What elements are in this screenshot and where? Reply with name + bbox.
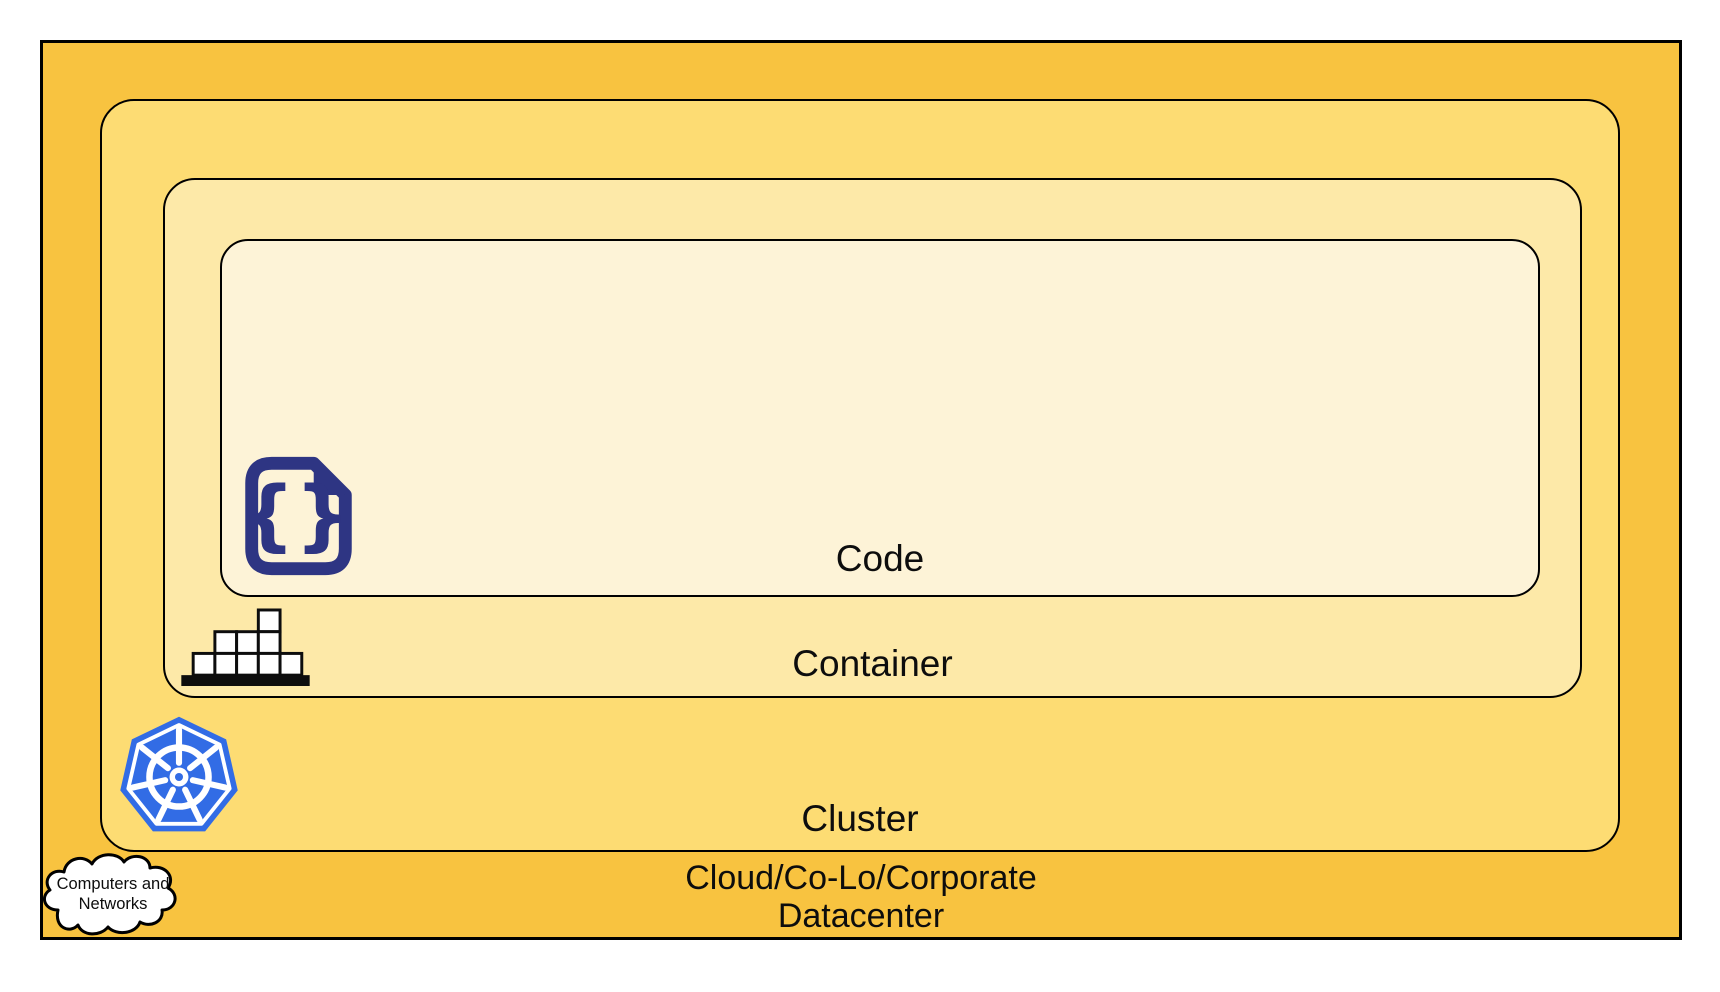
kubernetes-icon — [117, 712, 241, 842]
datacenter-label-line2: Datacenter — [777, 896, 945, 935]
code-label: Code — [835, 538, 925, 580]
cloud-callout-text: Computers and Networks — [38, 874, 188, 914]
kubernetes-wheel-rim — [146, 744, 212, 810]
cloud-icon — [42, 853, 177, 936]
kubernetes-heptagon-outline — [126, 723, 232, 826]
code-file-fold — [313, 463, 346, 495]
stacked-containers-icon — [181, 608, 310, 686]
layer-datacenter: Code Container Cluster Cloud/Co-Lo/Corpo… — [40, 40, 1682, 940]
cloud-callout-line2: Networks — [78, 895, 148, 914]
cloud-callout-line1: Computers and — [56, 875, 170, 893]
layer-container: Code Container — [163, 178, 1582, 698]
code-file-icon: {} — [240, 455, 357, 577]
datacenter-label-line1: Cloud/Co-Lo/Corporate — [685, 858, 1037, 897]
layer-code: Code — [220, 239, 1540, 597]
cloud-callout: Computers and Networks — [38, 848, 188, 940]
container-boxes — [191, 608, 304, 677]
container-base-bar — [181, 675, 310, 686]
container-label: Container — [792, 643, 953, 685]
datacenter-label: Cloud/Co-Lo/Corporate Datacenter — [43, 859, 1679, 935]
layer-cluster: Code Container Cluster — [100, 99, 1620, 852]
kubernetes-wheel-hub-center — [174, 772, 184, 782]
code-file-outline — [245, 456, 352, 576]
cluster-label: Cluster — [801, 798, 919, 840]
code-braces-glyph: {} — [240, 471, 350, 561]
